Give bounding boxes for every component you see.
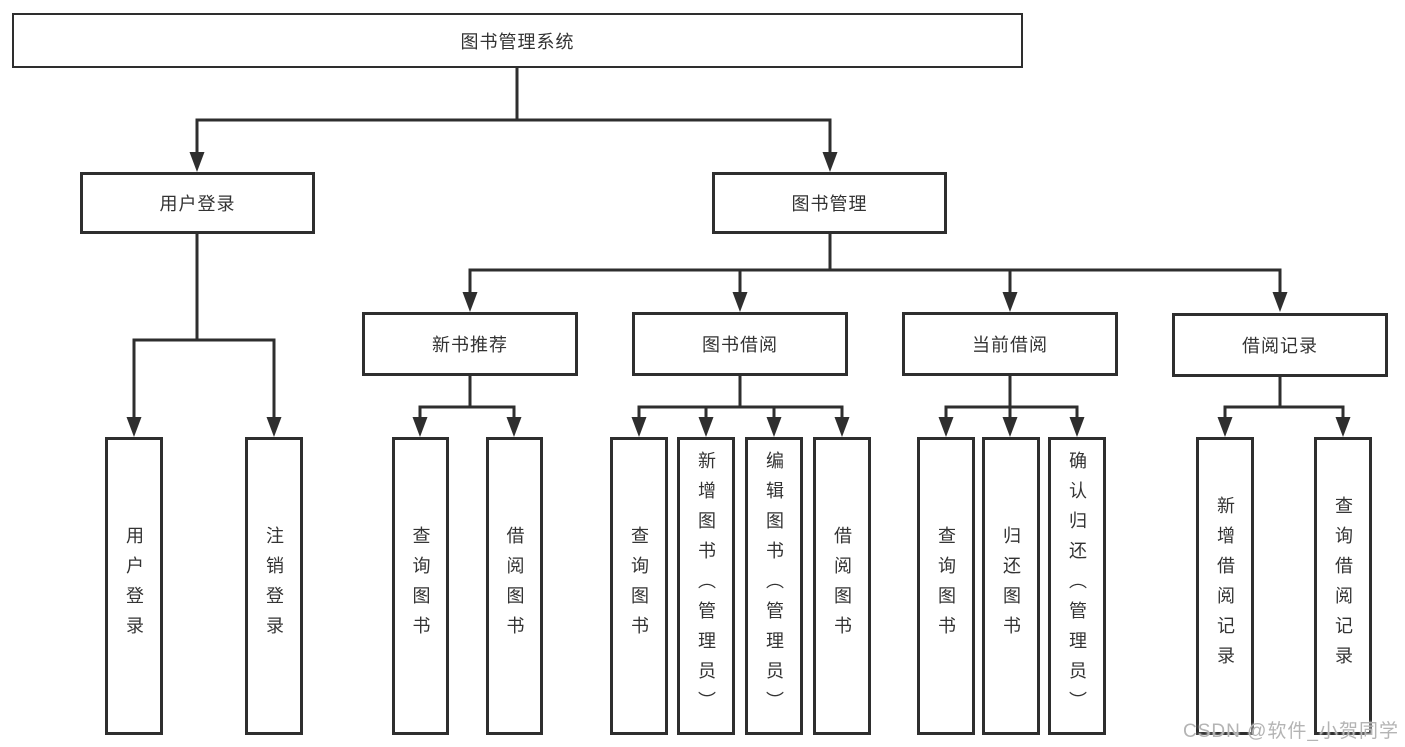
node-label: 新增借阅记录: [1215, 496, 1235, 676]
node-label: 借阅图书: [832, 526, 852, 646]
arrowhead: [462, 292, 478, 312]
node-label: 新书推荐: [432, 335, 508, 355]
leaf-logout: 注销登录: [245, 437, 303, 735]
node-current-borrowing: 当前借阅: [902, 312, 1118, 376]
node-label: 查询图书: [629, 526, 649, 646]
arrowhead: [266, 417, 282, 437]
connector-records-children: [1217, 374, 1351, 437]
leaf-records-add: 新增借阅记录: [1196, 437, 1254, 735]
node-root: 图书管理系统: [12, 13, 1023, 68]
leaf-user-login: 用户登录: [105, 437, 163, 735]
connector-new-book-children: [412, 372, 522, 437]
node-label: 编辑图书（管理员）: [764, 451, 784, 721]
arrowhead: [631, 417, 647, 437]
arrowhead: [1002, 417, 1018, 437]
node-label: 用户登录: [159, 194, 236, 214]
arrowhead: [189, 152, 205, 172]
node-label: 新增图书（管理员）: [696, 451, 716, 721]
node-label: 当前借阅: [972, 335, 1048, 355]
node-label: 图书管理系统: [460, 31, 575, 52]
arrowhead: [126, 417, 142, 437]
arrowhead: [506, 417, 522, 437]
node-label: 图书借阅: [702, 335, 778, 355]
leaf-current-confirm: 确认归还（管理员）: [1048, 437, 1106, 735]
connector-root-to-level2: [189, 64, 838, 172]
node-label: 确认归还（管理员）: [1067, 451, 1087, 721]
node-label: 查询图书: [936, 526, 956, 646]
node-label: 查询图书: [410, 526, 431, 646]
node-label: 注销登录: [264, 526, 284, 646]
leaf-current-query: 查询图书: [917, 437, 975, 735]
leaf-borrowing-query: 查询图书: [610, 437, 668, 735]
node-borrowing-records: 借阅记录: [1172, 313, 1388, 377]
arrowhead: [822, 152, 838, 172]
arrowhead: [938, 417, 954, 437]
arrowhead: [732, 292, 748, 312]
connector-user-login-children: [126, 230, 282, 437]
node-user-login: 用户登录: [80, 172, 315, 234]
arrowhead: [698, 417, 714, 437]
arrowhead: [766, 417, 782, 437]
node-new-book-rec: 新书推荐: [362, 312, 578, 376]
connector-borrowing-children: [631, 372, 850, 437]
node-label: 查询借阅记录: [1333, 496, 1353, 676]
leaf-newbook-borrow: 借阅图书: [486, 437, 543, 735]
leaf-borrowing-borrow: 借阅图书: [813, 437, 871, 735]
leaf-records-query: 查询借阅记录: [1314, 437, 1372, 735]
node-label: 归还图书: [1001, 526, 1021, 646]
leaf-newbook-query: 查询图书: [392, 437, 449, 735]
node-label: 借阅记录: [1242, 336, 1318, 356]
arrowhead: [1335, 417, 1351, 437]
connector-current-children: [938, 372, 1085, 437]
node-book-borrowing: 图书借阅: [632, 312, 848, 376]
leaf-borrowing-edit: 编辑图书（管理员）: [745, 437, 803, 735]
arrowhead: [1069, 417, 1085, 437]
arrowhead: [1272, 292, 1288, 312]
leaf-current-return: 归还图书: [982, 437, 1040, 735]
node-book-mgmt: 图书管理: [712, 172, 947, 234]
node-label: 用户登录: [124, 526, 144, 646]
watermark-text: CSDN @软件_小贺同学: [1183, 721, 1399, 742]
node-label: 借阅图书: [504, 526, 525, 646]
arrowhead: [412, 417, 428, 437]
arrowhead: [834, 417, 850, 437]
node-label: 图书管理: [791, 194, 868, 214]
arrowhead: [1217, 417, 1233, 437]
arrowhead: [1002, 292, 1018, 312]
leaf-borrowing-add: 新增图书（管理员）: [677, 437, 735, 735]
connector-book-mgmt-children: [462, 230, 1288, 312]
